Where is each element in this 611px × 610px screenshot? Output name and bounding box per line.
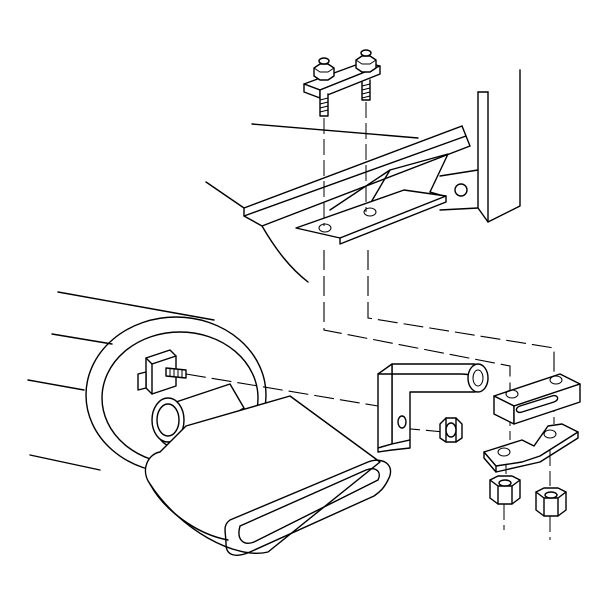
lower-nut-right (535, 487, 567, 517)
lower-nut-left (489, 475, 521, 505)
upper-clamp-bracket-with-bolts (303, 49, 381, 117)
hanger-nut (439, 417, 463, 443)
muffler-hanger-bracket (377, 363, 489, 453)
frame-rail (205, 123, 471, 283)
lower-clamp-plate (483, 423, 579, 473)
frame-crossmember (439, 69, 521, 223)
tailpipe-tip (144, 395, 392, 556)
insulator-block (493, 373, 581, 425)
